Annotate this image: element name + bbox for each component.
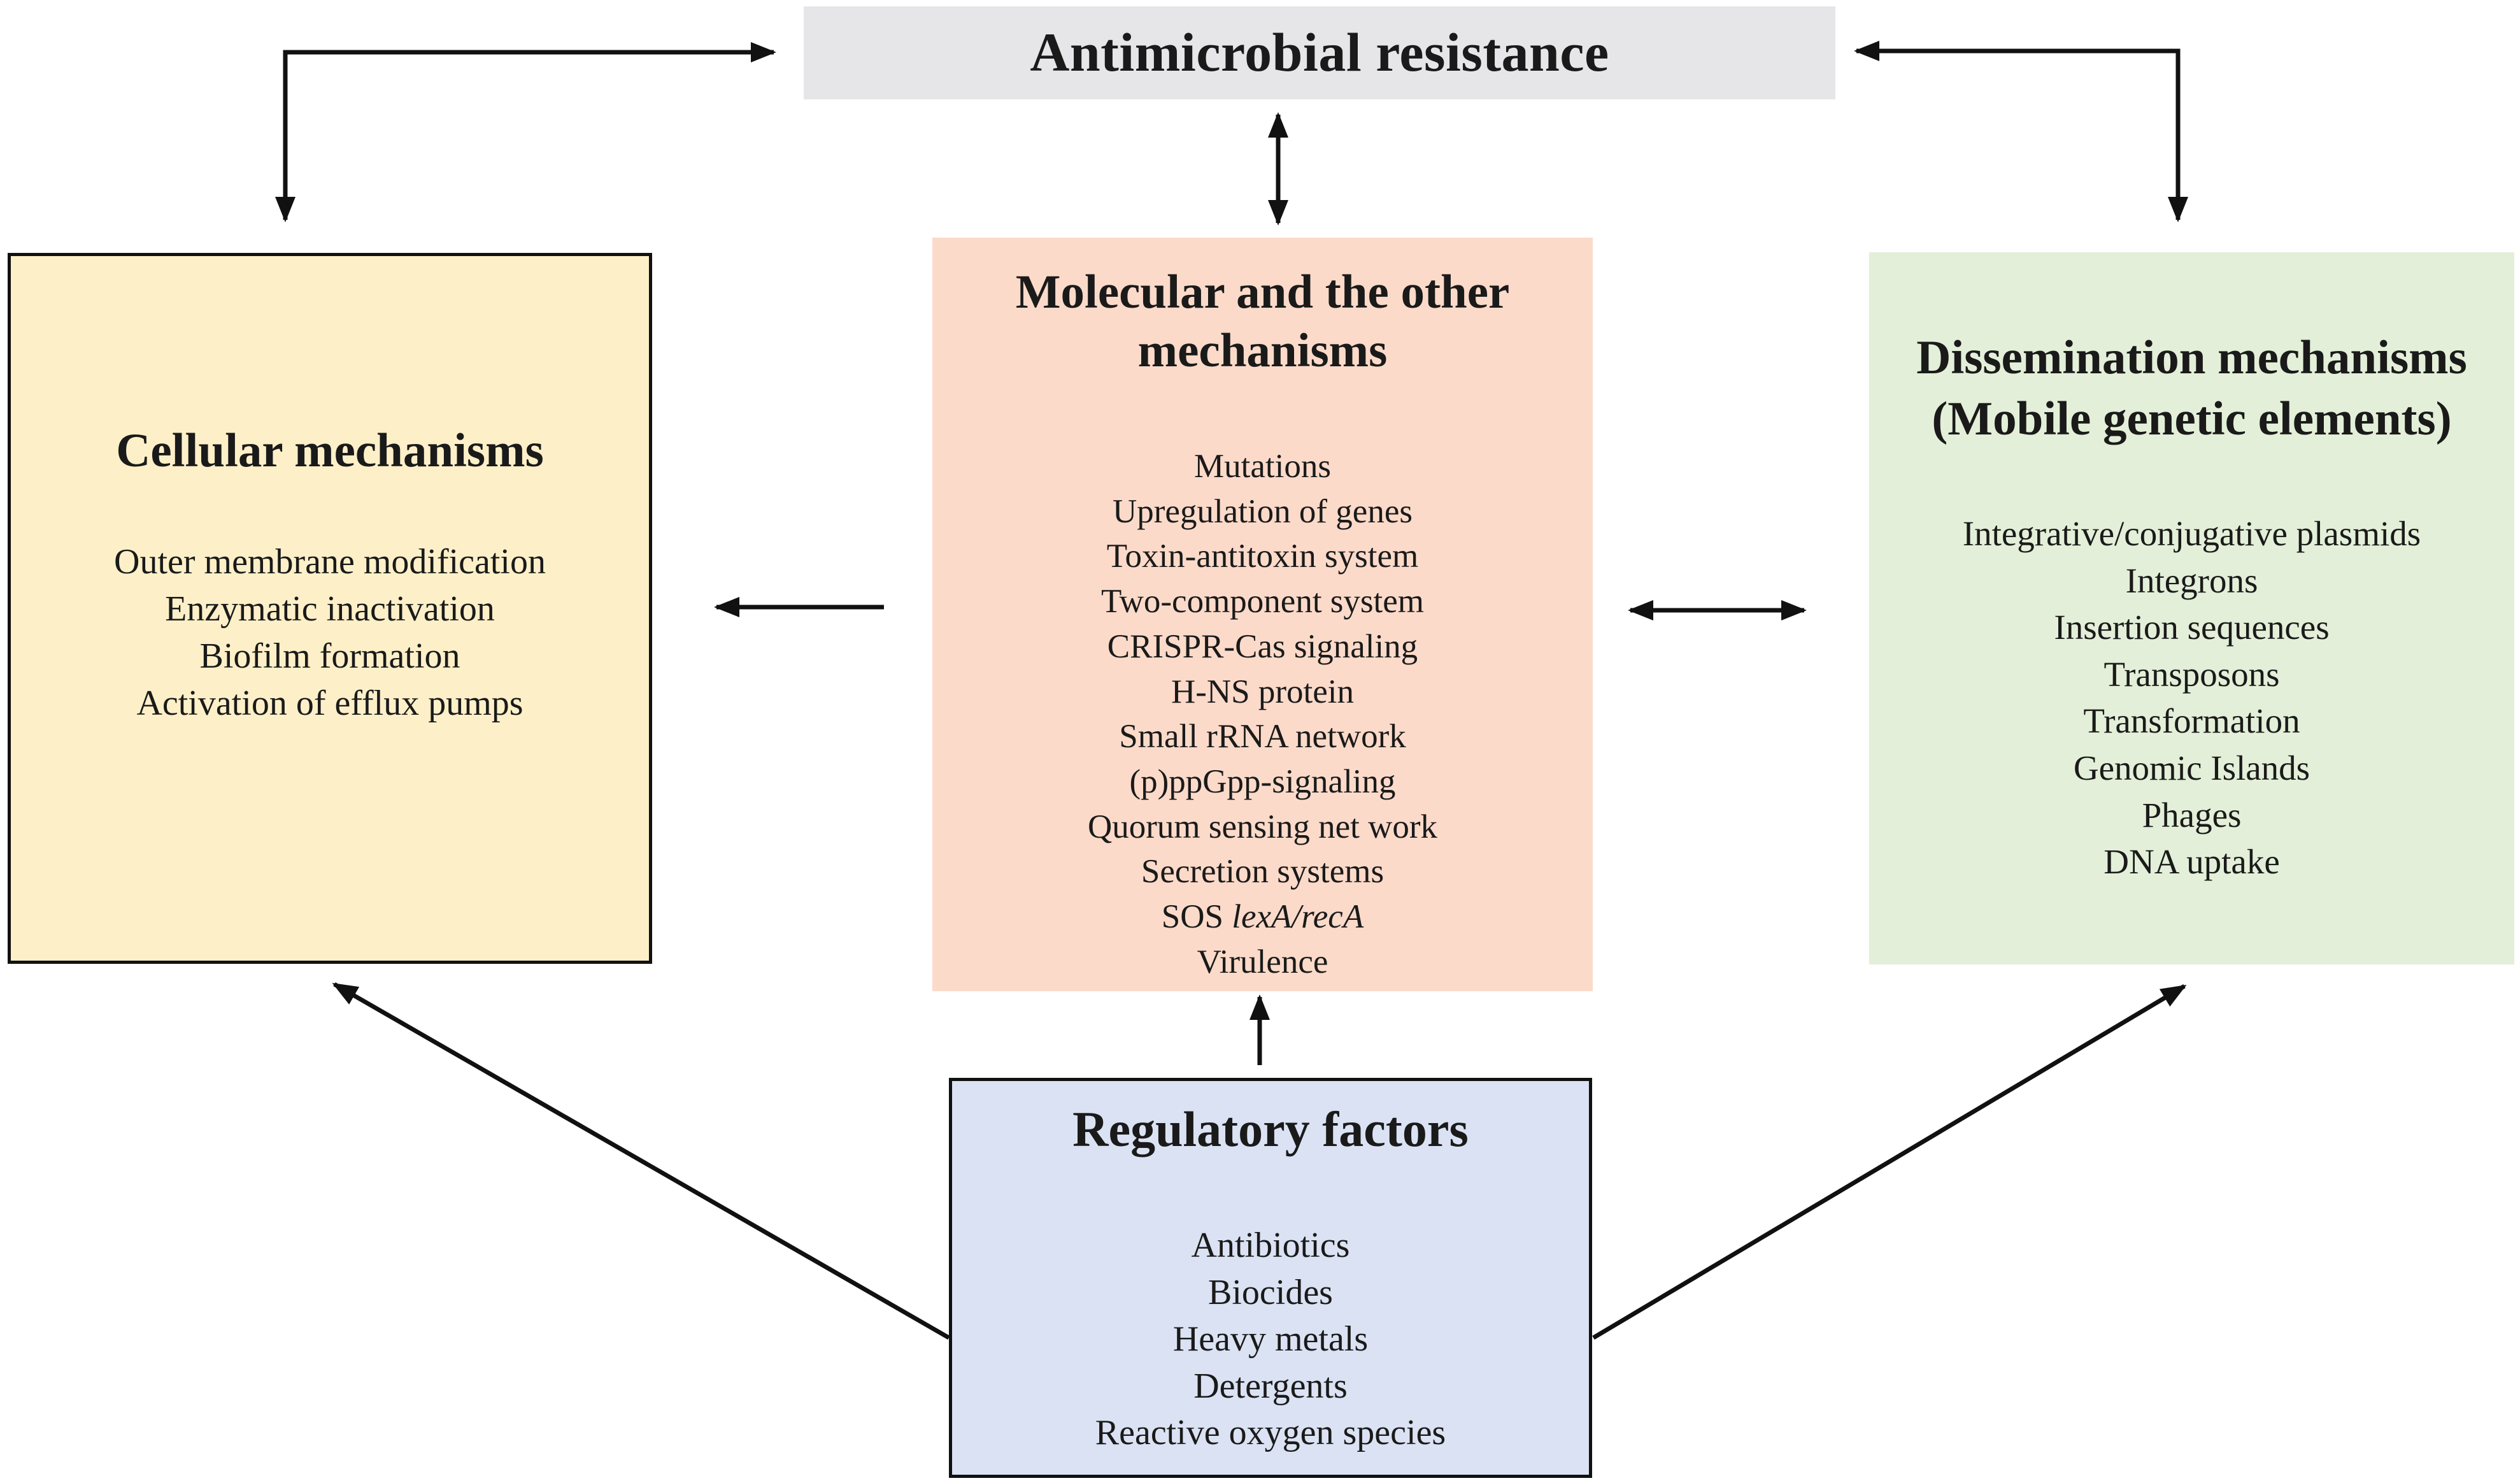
- dissemination-title-line-2: (Mobile genetic elements): [1932, 392, 2452, 445]
- list-item: Detergents: [1193, 1366, 1348, 1406]
- list-item: Genomic Islands: [2073, 748, 2310, 787]
- list-item-sos: SOS lexA/recA: [932, 894, 1593, 940]
- dissemination-mechanisms-title: Dissemination mechanisms (Mobile genetic…: [1869, 327, 2514, 450]
- list-item: H-NS protein: [1171, 673, 1355, 710]
- arrow-regulatory-cellular: [332, 982, 950, 1340]
- list-item: Reactive oxygen species: [1095, 1413, 1446, 1453]
- antimicrobial-resistance-box: Antimicrobial resistance: [804, 6, 1835, 99]
- cellular-mechanisms-title: Cellular mechanisms: [116, 424, 544, 477]
- antimicrobial-resistance-title: Antimicrobial resistance: [1030, 22, 1609, 83]
- list-item: Toxin-antitoxin system: [1106, 538, 1419, 575]
- molecular-mechanisms-list: Mutations Upregulation of genes Toxin-an…: [932, 444, 1593, 984]
- list-item: Outer membrane modification: [114, 541, 546, 582]
- arrow-amr-dissemination: [1854, 41, 2188, 222]
- cellular-mechanisms-box: Cellular mechanisms Outer membrane modif…: [8, 253, 652, 964]
- cellular-mechanisms-list: Outer membrane modification Enzymatic in…: [11, 538, 649, 727]
- list-item: Heavy metals: [1172, 1319, 1369, 1359]
- list-item: (p)ppGpp-signaling: [1129, 763, 1396, 800]
- molecular-title-line-1: Molecular and the other: [1015, 266, 1510, 319]
- list-item: Integrons: [2125, 561, 2258, 600]
- molecular-mechanisms-title: Molecular and the other mechanisms: [932, 263, 1593, 380]
- sos-prefix: SOS: [1161, 898, 1232, 936]
- regulatory-factors-box: Regulatory factors Antibiotics Biocides …: [949, 1078, 1592, 1478]
- list-item: Enzymatic inactivation: [165, 589, 495, 629]
- list-item: Quorum sensing net work: [1087, 808, 1438, 845]
- list-item: CRISPR-Cas signaling: [1107, 627, 1418, 665]
- list-item: Transformation: [2083, 701, 2300, 741]
- regulatory-factors-list: Antibiotics Biocides Heavy metals Deterg…: [952, 1222, 1589, 1457]
- list-item: DNA uptake: [2104, 842, 2280, 882]
- list-item: Mutations: [1194, 448, 1331, 485]
- list-item: Secretion systems: [1141, 853, 1385, 891]
- list-item: Antibiotics: [1191, 1226, 1350, 1266]
- regulatory-factors-title: Regulatory factors: [1072, 1101, 1469, 1157]
- list-item: Phages: [2142, 795, 2242, 835]
- list-item: Activation of efflux pumps: [136, 683, 523, 723]
- sos-genes: lexA/recA: [1232, 898, 1364, 936]
- list-item: Small rRNA network: [1119, 718, 1406, 756]
- arrow-amr-cellular: [275, 42, 776, 222]
- dissemination-mechanisms-list: Integrative/conjugative plasmids Integro…: [1869, 510, 2514, 885]
- list-item: Biocides: [1208, 1272, 1333, 1312]
- list-item: Insertion sequences: [2054, 608, 2330, 647]
- list-item: Integrative/conjugative plasmids: [1962, 514, 2421, 553]
- list-item: Transposons: [2104, 654, 2280, 694]
- dissemination-mechanisms-box: Dissemination mechanisms (Mobile genetic…: [1869, 252, 2514, 964]
- molecular-title-line-2: mechanisms: [1137, 324, 1388, 377]
- list-item: Virulence: [1197, 943, 1328, 980]
- molecular-mechanisms-box: Molecular and the other mechanisms Mutat…: [932, 238, 1593, 991]
- list-item: Two-component system: [1100, 583, 1425, 620]
- list-item: Biofilm formation: [199, 636, 460, 676]
- arrow-regulatory-dissemination: [1592, 984, 2187, 1340]
- list-item: Upregulation of genes: [1113, 492, 1413, 530]
- dissemination-title-line-1: Dissemination mechanisms: [1916, 331, 2467, 384]
